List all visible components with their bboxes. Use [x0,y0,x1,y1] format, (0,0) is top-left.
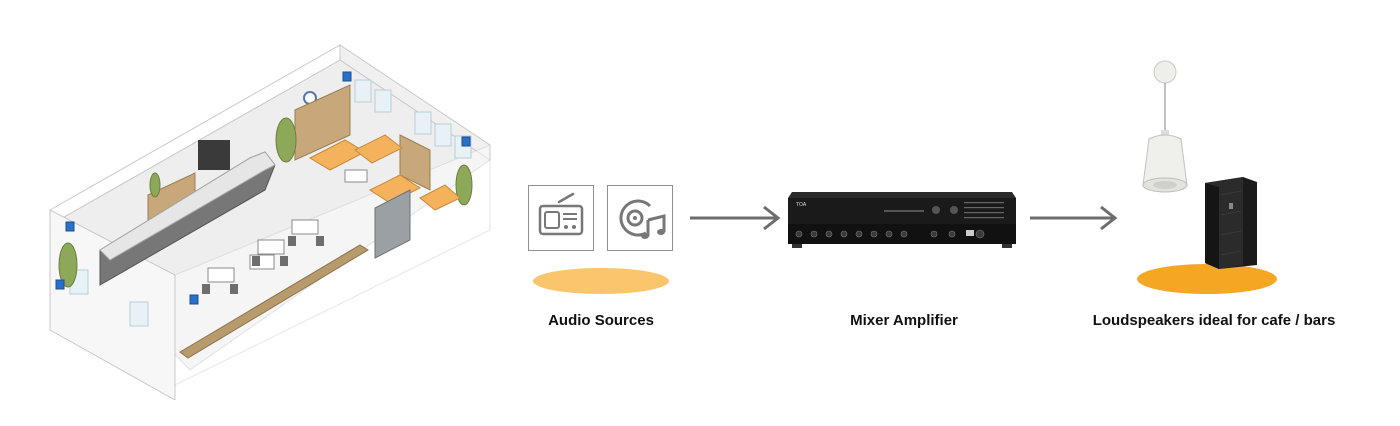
radio-icon-box [528,185,594,251]
entrance-door [374,189,411,259]
cafe-floorplan-illustration [49,44,491,400]
audio-sources-label: Audio Sources [548,312,654,329]
bar-counter-top [99,151,276,261]
pendant-speaker [1142,60,1188,193]
amp-brand-logo: TOA [796,202,807,208]
mixer-amplifier-label: Mixer Amplifier [850,312,958,329]
blue-speakers [55,71,471,305]
plants [58,117,473,288]
loudspeakers-label: Loudspeakers ideal for cafe / bars [1092,312,1336,329]
window-bench [179,244,369,359]
arrow-right-icon [690,205,781,231]
cafe-right-wall [339,44,491,161]
loudspeakers-highlight [1137,264,1277,294]
chairs [202,236,324,294]
box-speaker [1205,177,1257,269]
music-disc-icon-box [607,185,673,251]
audio-sources-highlight [533,268,669,294]
loudspeakers-image [1142,60,1257,269]
arrow-right-icon [1030,205,1118,231]
wall-picture [198,140,230,170]
radio-icon [538,192,584,236]
cafe-windows [69,79,472,327]
sofas [308,134,461,211]
mixer-amplifier-image: TOA [788,192,1016,248]
music-disc-icon [619,199,666,239]
